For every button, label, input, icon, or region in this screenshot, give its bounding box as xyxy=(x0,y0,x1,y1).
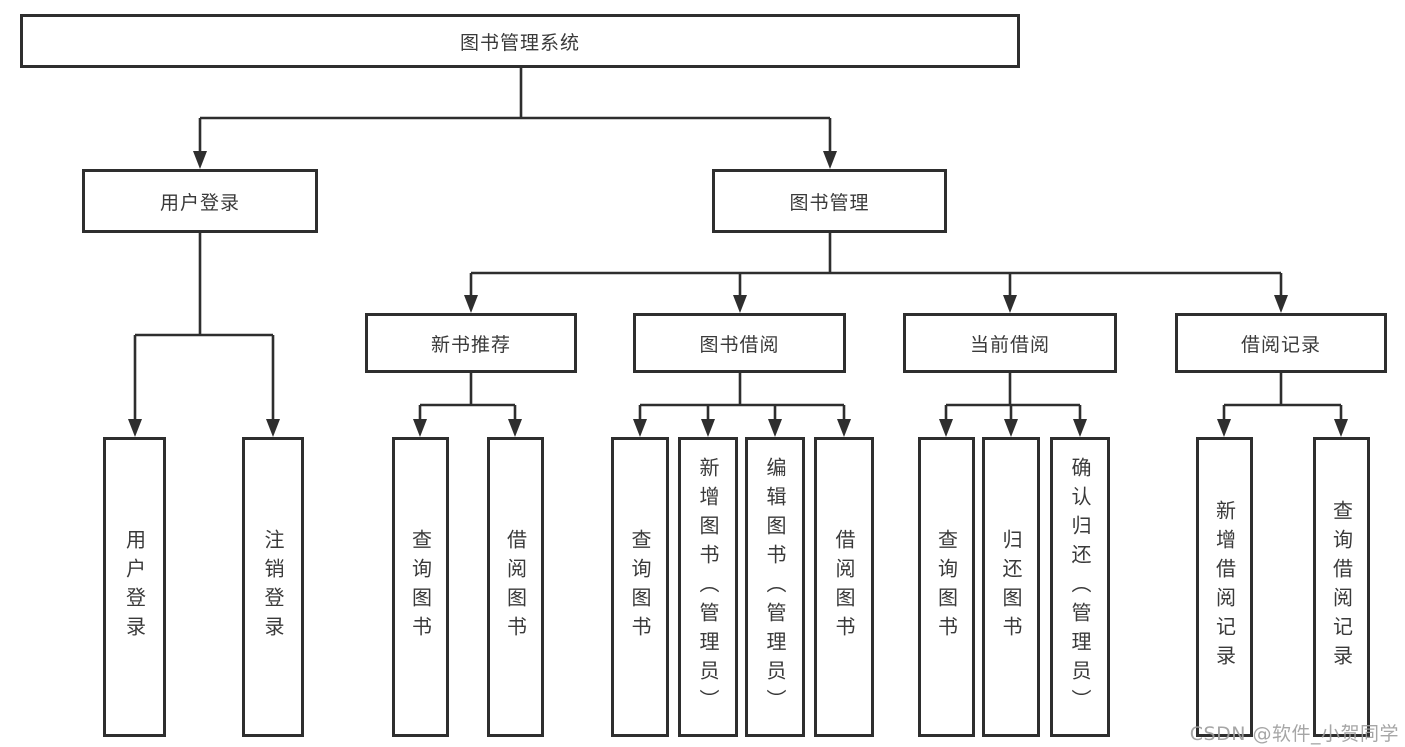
leaf-label: 用户登录 xyxy=(122,529,147,645)
node-borrowing-records: 借阅记录 xyxy=(1175,313,1387,373)
leaf-borrow-books-1: 借阅图书 xyxy=(487,437,544,737)
connector-edges xyxy=(133,68,1343,421)
node-label: 用户登录 xyxy=(159,191,240,214)
leaf-label: 新增借阅记录 xyxy=(1212,500,1237,674)
node-book-borrowing: 图书借阅 xyxy=(633,313,846,373)
node-label: 新书推荐 xyxy=(430,333,511,356)
leaf-label: 新增图书（管理员） xyxy=(696,456,720,718)
leaf-query-books-3: 查询图书 xyxy=(918,437,975,737)
node-label: 图书借阅 xyxy=(699,333,780,356)
arrowheads xyxy=(128,151,1348,437)
node-new-book-recommend: 新书推荐 xyxy=(365,313,577,373)
leaf-query-books-2: 查询图书 xyxy=(611,437,669,737)
node-label: 借阅记录 xyxy=(1240,333,1321,356)
leaf-return-books: 归还图书 xyxy=(982,437,1040,737)
leaf-edit-books-admin: 编辑图书（管理员） xyxy=(745,437,805,737)
leaf-add-borrow-record: 新增借阅记录 xyxy=(1196,437,1253,737)
node-label: 图书管理系统 xyxy=(459,31,580,54)
leaf-label: 查询借阅记录 xyxy=(1329,500,1354,674)
node-library-management-system: 图书管理系统 xyxy=(20,14,1020,68)
leaf-label: 查询图书 xyxy=(408,529,433,645)
leaf-label: 归还图书 xyxy=(999,529,1023,645)
node-book-management: 图书管理 xyxy=(712,169,947,233)
leaf-label: 借阅图书 xyxy=(503,529,528,645)
node-label: 图书管理 xyxy=(789,191,870,214)
csdn-watermark: CSDN @软件_小贺同学 xyxy=(1189,723,1399,745)
leaf-query-books-1: 查询图书 xyxy=(392,437,449,737)
leaf-add-books-admin: 新增图书（管理员） xyxy=(678,437,738,737)
node-current-borrowing: 当前借阅 xyxy=(903,313,1117,373)
node-label: 当前借阅 xyxy=(969,333,1050,356)
leaf-confirm-return-admin: 确认归还（管理员） xyxy=(1050,437,1110,737)
leaf-label: 编辑图书（管理员） xyxy=(763,456,787,718)
leaf-label: 借阅图书 xyxy=(832,529,856,645)
leaf-logout: 注销登录 xyxy=(242,437,304,737)
leaf-label: 查询图书 xyxy=(628,529,652,645)
leaf-label: 确认归还（管理员） xyxy=(1068,456,1092,718)
leaf-user-login: 用户登录 xyxy=(103,437,166,737)
leaf-query-borrow-record: 查询借阅记录 xyxy=(1313,437,1370,737)
leaf-borrow-books-2: 借阅图书 xyxy=(814,437,874,737)
leaf-label: 查询图书 xyxy=(934,529,959,645)
node-user-login: 用户登录 xyxy=(82,169,318,233)
leaf-label: 注销登录 xyxy=(261,529,285,645)
